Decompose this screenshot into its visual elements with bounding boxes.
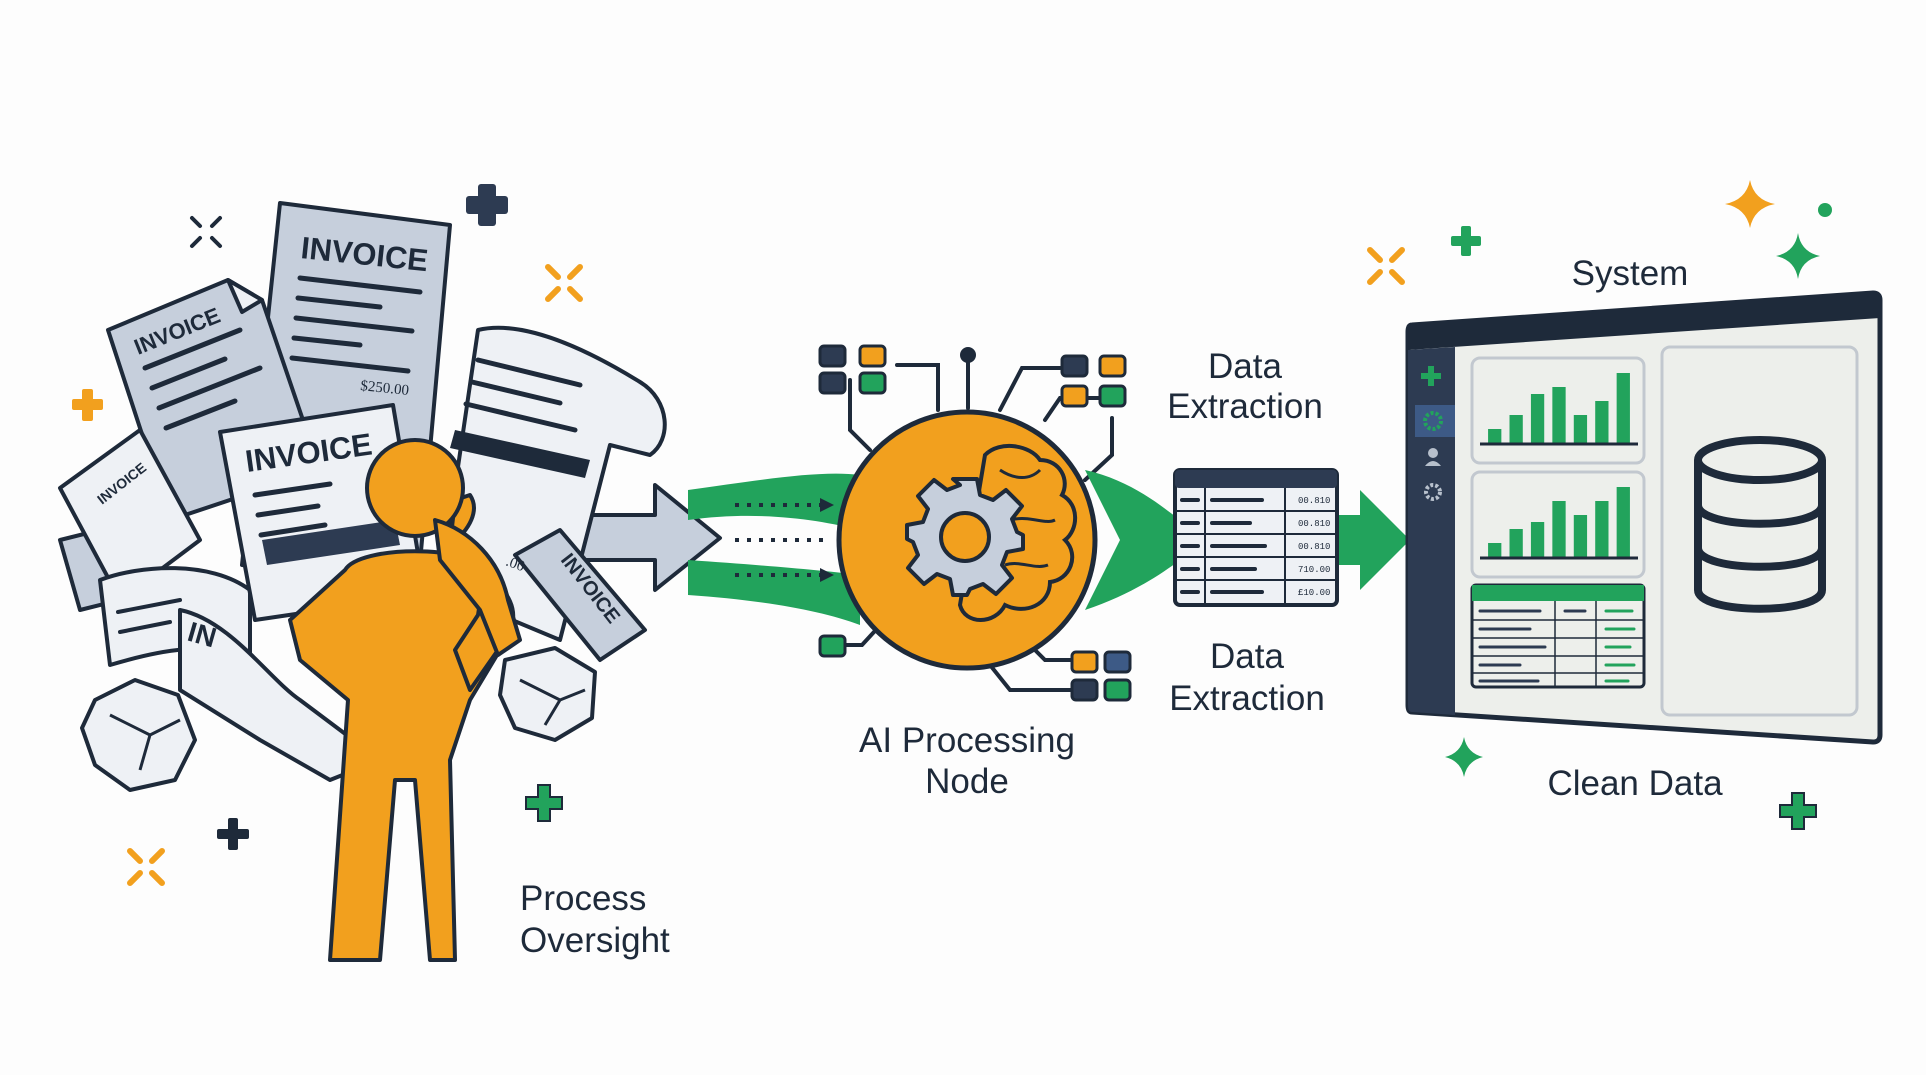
gear-icon[interactable]: [1423, 411, 1443, 431]
data-table: [1470, 583, 1646, 689]
gear-icon: [905, 477, 1025, 597]
chart-bar: [1530, 394, 1545, 443]
plus-icon: [525, 784, 563, 822]
node-label-line1: AI Processing: [859, 721, 1075, 760]
cross-icon: [1367, 247, 1405, 285]
plus-icon: [72, 389, 103, 421]
table-value: 00.810: [1298, 496, 1330, 506]
bar-chart-1: [1480, 373, 1638, 446]
person-label-line2: Oversight: [520, 921, 670, 960]
extraction-label-bottom-line1: Data: [1210, 637, 1284, 676]
extraction-flow: [1085, 470, 1410, 610]
extraction-label-top-line2: Extraction: [1167, 387, 1323, 426]
chart-bar: [1530, 522, 1545, 557]
system-caption: Clean Data: [1547, 764, 1723, 803]
chart-bar: [1616, 373, 1630, 443]
decorations: [72, 180, 1832, 886]
invoice-amount: .00: [504, 554, 527, 575]
invoice-amount: $250.00: [360, 378, 410, 399]
node-label-line2: Node: [925, 762, 1009, 801]
database-panel: [1660, 345, 1859, 717]
input-streams: [688, 473, 860, 625]
plus-icon: [217, 818, 249, 850]
person-figure: [288, 438, 522, 962]
user-icon[interactable]: [1425, 448, 1441, 466]
chart-bar: [1509, 529, 1523, 557]
plus-icon: [466, 184, 508, 226]
table-value: 00.810: [1298, 519, 1330, 529]
cross-icon: [127, 848, 165, 886]
database-icon: [1694, 436, 1826, 613]
ai-processing-node: [818, 344, 1132, 702]
person-head: [365, 438, 465, 538]
system-window: [1405, 290, 1883, 745]
plus-icon[interactable]: [1421, 366, 1441, 386]
chart-bar: [1573, 415, 1588, 443]
person-label-line1: Process: [520, 879, 646, 918]
crumpled-paper: [80, 646, 597, 792]
green-arrow: [1335, 490, 1410, 590]
bar-chart-2: [1480, 487, 1638, 560]
chart-bar: [1595, 401, 1609, 443]
chart-bar: [1488, 543, 1502, 557]
plus-icon: [1779, 792, 1817, 830]
invoice-document: [513, 528, 647, 662]
chart-bar: [1573, 515, 1588, 557]
sparkle-icon: [1725, 180, 1775, 228]
gear-icon[interactable]: [1424, 483, 1442, 501]
table-value: 710.00: [1298, 565, 1330, 575]
system-title: System: [1572, 254, 1689, 293]
extraction-label-top-line1: Data: [1208, 347, 1282, 386]
dot-icon: [1818, 203, 1832, 217]
chart-bar: [1488, 429, 1502, 443]
chart-bar: [1552, 501, 1566, 557]
sparkle-icon: [1445, 737, 1483, 777]
table-value: £10.00: [1298, 588, 1330, 598]
chart-bar: [1595, 501, 1609, 557]
cross-icon: [545, 264, 583, 302]
extraction-label-bottom-line2: Extraction: [1169, 679, 1325, 718]
cross-icon: [190, 216, 222, 248]
chart-bar: [1616, 487, 1630, 557]
sparkle-icon: [1776, 233, 1820, 279]
receipt-document: [438, 325, 667, 642]
table-value: 00.810: [1298, 542, 1330, 552]
extraction-table: 00.810 00.810 00.810 710.00 £10.00: [1173, 468, 1339, 607]
chart-bar: [1552, 387, 1566, 443]
plus-icon: [1451, 226, 1481, 256]
receipt-document: [58, 428, 202, 602]
chart-bar: [1509, 415, 1523, 443]
